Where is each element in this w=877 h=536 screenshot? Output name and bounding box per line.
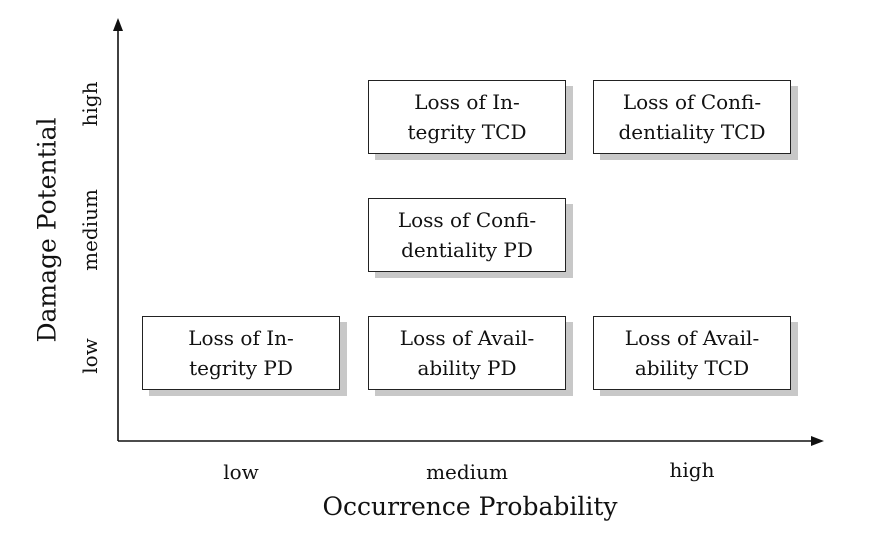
risk-box-text: Loss of In-tegrity TCD — [407, 87, 526, 147]
risk-box-line: Loss of In- — [414, 90, 520, 114]
risk-box-line: Loss of Confi- — [397, 208, 537, 232]
risk-box-line: tegrity PD — [189, 356, 293, 380]
risk-box-line: Loss of Confi- — [622, 90, 762, 114]
x-tick-medium: medium — [426, 460, 508, 484]
risk-box-loss-of-availability-pd: Loss of Avail-ability PD — [368, 316, 566, 390]
risk-box-line: dentiality PD — [401, 238, 533, 262]
y-axis-label: Damage Potential — [32, 117, 62, 343]
risk-box-line: tegrity TCD — [407, 120, 527, 144]
x-tick-high: high — [669, 458, 715, 482]
risk-box-line: ability PD — [417, 356, 517, 380]
risk-box-loss-of-integrity-pd: Loss of In-tegrity PD — [142, 316, 340, 390]
risk-box-loss-of-integrity-tcd: Loss of In-tegrity TCD — [368, 80, 566, 154]
risk-box-line: dentiality TCD — [618, 120, 766, 144]
risk-box-text: Loss of Confi-dentiality PD — [398, 205, 536, 265]
risk-box-loss-of-confidentiality-pd: Loss of Confi-dentiality PD — [368, 198, 566, 272]
risk-box-line: Loss of Avail- — [624, 326, 760, 350]
x-axis-label: Occurrence Probability — [322, 492, 618, 521]
risk-box-line: Loss of In- — [188, 326, 294, 350]
y-tick-low: low — [78, 338, 102, 374]
risk-box-text: Loss of Confi-dentiality TCD — [618, 87, 765, 147]
y-tick-medium: medium — [78, 189, 102, 271]
y-tick-high: high — [78, 81, 102, 127]
risk-box-line: Loss of Avail- — [399, 326, 535, 350]
risk-box-text: Loss of In-tegrity PD — [188, 323, 294, 383]
y-axis-arrowhead — [113, 18, 123, 31]
risk-box-loss-of-availability-tcd: Loss of Avail-ability TCD — [593, 316, 791, 390]
risk-box-line: ability TCD — [634, 356, 750, 380]
risk-box-text: Loss of Avail-ability TCD — [625, 323, 759, 383]
x-axis-arrowhead — [811, 436, 824, 446]
risk-box-text: Loss of Avail-ability PD — [400, 323, 534, 383]
x-tick-low: low — [223, 460, 259, 484]
risk-box-loss-of-confidentiality-tcd: Loss of Confi-dentiality TCD — [593, 80, 791, 154]
